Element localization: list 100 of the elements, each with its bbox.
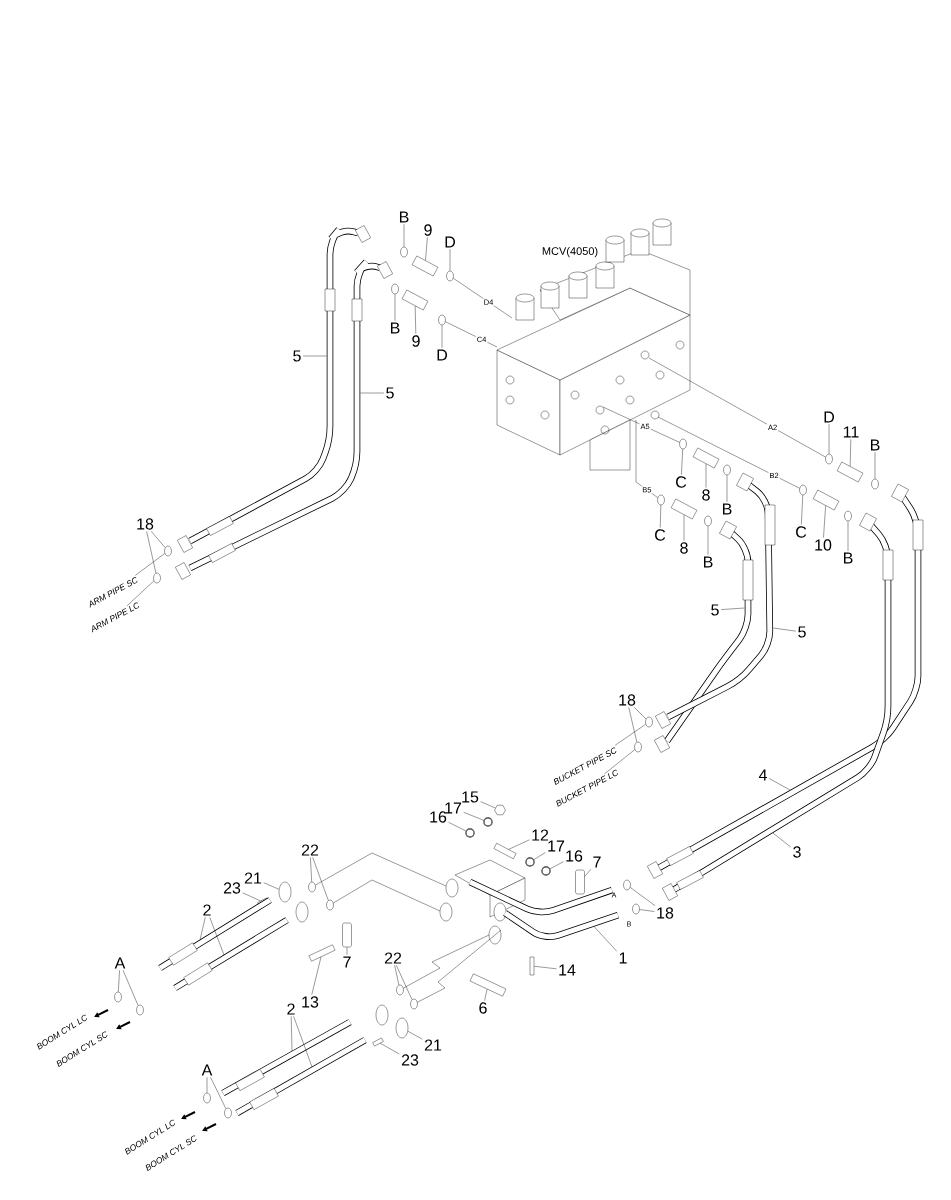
leader-line <box>312 857 329 901</box>
clamp <box>342 922 352 948</box>
leader-line <box>199 917 206 941</box>
leader-line <box>615 724 646 746</box>
callout-label: D <box>824 411 834 423</box>
leader-line <box>118 970 120 993</box>
leader-line <box>210 1077 227 1109</box>
callout-label: A <box>114 957 126 969</box>
clamp <box>575 869 585 895</box>
leader-line <box>310 857 312 883</box>
callout-label: 13 <box>302 996 319 1008</box>
callout-label: 21 <box>244 872 262 884</box>
connector-line <box>453 278 513 319</box>
leader-line <box>360 392 385 394</box>
leader-line <box>206 1077 208 1093</box>
leader-line <box>584 869 592 877</box>
callout-label: 9 <box>412 335 420 347</box>
callout-label: 17 <box>445 802 462 814</box>
leader-line <box>480 801 496 809</box>
flange <box>295 901 309 923</box>
o-ring <box>438 314 446 326</box>
o-ring <box>391 283 399 295</box>
washer <box>525 857 535 867</box>
leader-line <box>263 882 280 890</box>
connector-line <box>635 419 658 498</box>
leader-line <box>242 892 261 902</box>
leader-line <box>425 237 428 261</box>
callout-label: 18 <box>619 694 636 706</box>
callout-label: 18 <box>137 518 154 530</box>
pipe <box>468 879 614 916</box>
adapter-fitting <box>411 255 439 277</box>
washer <box>483 817 493 827</box>
callout-label: 17 <box>548 840 565 852</box>
washer <box>541 866 551 876</box>
o-ring <box>632 903 640 915</box>
leader-line <box>122 970 139 1006</box>
o-ring <box>623 879 631 891</box>
o-ring <box>326 899 334 911</box>
callout-label: 7 <box>343 956 351 968</box>
leader-line <box>705 463 707 488</box>
o-ring <box>114 991 122 1003</box>
callout-label: 23 <box>223 882 241 894</box>
connector-line <box>445 321 498 348</box>
leader-line <box>209 917 225 956</box>
o-ring <box>203 1092 211 1104</box>
leader-line <box>823 505 826 538</box>
callout-label: A <box>201 1064 213 1076</box>
leader-line <box>293 1016 313 1068</box>
leader-line <box>847 521 849 551</box>
o-ring <box>400 246 408 258</box>
connector-line <box>417 929 502 1003</box>
callout-label: B <box>391 322 400 334</box>
leader-line <box>407 1031 423 1040</box>
o-ring <box>645 716 653 728</box>
connector-line <box>657 416 800 489</box>
leader-line <box>126 580 155 607</box>
callout-label: B <box>871 439 880 451</box>
leader-line <box>604 749 635 775</box>
leader-line <box>396 965 413 1000</box>
o-ring <box>871 478 879 490</box>
leader-line <box>639 909 655 912</box>
connector-line <box>315 852 447 887</box>
leader-line <box>681 449 683 475</box>
leader-line <box>414 305 417 334</box>
connector-line <box>333 879 441 912</box>
leader-line <box>394 294 396 321</box>
leader-line <box>593 926 618 952</box>
leader-line <box>773 627 797 632</box>
leader-line <box>849 439 852 467</box>
callout-label: C <box>676 476 687 488</box>
connector-line <box>602 406 680 443</box>
callout-label: 15 <box>462 791 479 803</box>
o-ring <box>410 998 418 1010</box>
leader-line <box>291 1016 293 1052</box>
o-ring <box>634 741 642 753</box>
callout-label: 2 <box>287 1003 295 1015</box>
leader-line <box>683 514 685 541</box>
callout-label: 21 <box>424 1039 442 1051</box>
flange <box>278 881 292 903</box>
leader-line <box>135 553 165 576</box>
o-ring <box>446 270 454 282</box>
callout-label: D <box>437 349 447 361</box>
leader-line <box>660 505 662 528</box>
callout-label: 16 <box>566 850 583 862</box>
bolt <box>308 944 336 962</box>
callout-label: 5 <box>386 387 394 399</box>
leader-line <box>772 832 792 848</box>
callout-label: 11 <box>843 426 859 438</box>
o-ring <box>799 484 807 496</box>
callout-label: 22 <box>384 952 402 964</box>
leader-line <box>448 822 467 832</box>
leader-line <box>346 947 348 955</box>
leader-line <box>302 355 327 357</box>
leader-line <box>533 852 546 860</box>
bolt <box>493 843 517 860</box>
leader-line <box>720 607 745 610</box>
nut <box>494 805 506 815</box>
o-ring <box>153 572 161 584</box>
bolt <box>529 956 535 976</box>
washer <box>465 828 475 838</box>
